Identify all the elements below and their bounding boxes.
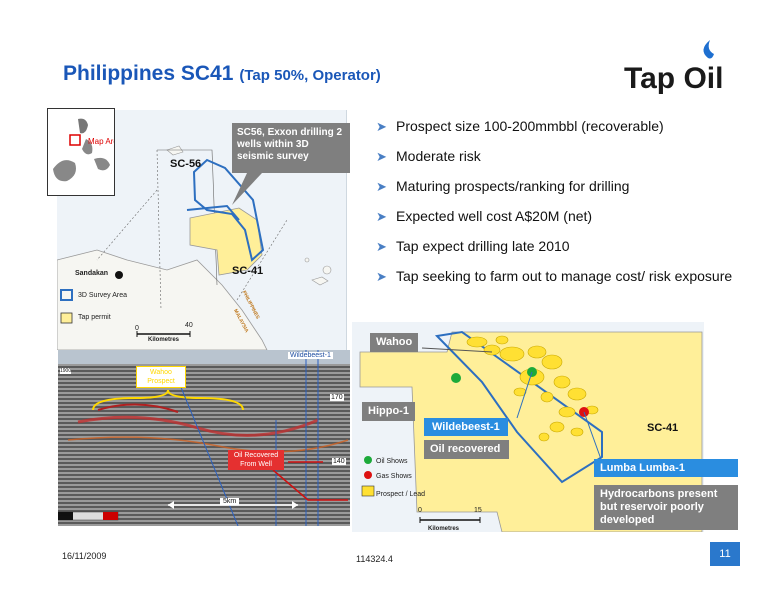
page-number: 11 (710, 542, 740, 566)
seismic-depth-170: 170 (330, 394, 344, 401)
bullet-item: ➤Tap seeking to farm out to manage cost/… (376, 268, 733, 284)
seismic-scale-label: 5km (220, 498, 240, 505)
title-subtitle: (Tap 50%, Operator) (239, 67, 381, 84)
sandakan-label: Sandakan (75, 270, 109, 277)
arrow-bullet-icon: ➤ (376, 119, 387, 134)
wildebeest-label: Wildebeest-1 (424, 418, 508, 436)
wahoo-label: Wahoo (370, 333, 419, 352)
tap-oil-logo: Tap Oil (624, 40, 723, 95)
map2-scale-fifteen: 15 (474, 507, 482, 514)
arrow-bullet-icon: ➤ (376, 179, 387, 194)
footer-doc-number: 114324.4 (356, 554, 393, 564)
sc56-label: SC-56 (170, 158, 202, 170)
title-main: Philippines SC41 (63, 62, 234, 85)
seismic-depth-140: 140 (332, 458, 346, 465)
seismic-well-label: Wildebeest-1 (288, 352, 333, 359)
map2-scale-zero: 0 (418, 507, 422, 514)
inset-map-area-label: Map Area (88, 137, 114, 146)
seismic-section: Wildebeest-1 Wahoo Prospect Oil Recovere… (58, 350, 350, 526)
bullet-item: ➤Tap expect drilling late 2010 (376, 238, 570, 254)
sc41-label-topmap: SC-41 (232, 265, 264, 277)
sc56-callout: SC56, Exxon drilling 2 wells within 3D s… (232, 123, 350, 173)
legend-gas-shows: Gas Shows (376, 473, 412, 480)
legend-oil-shows: Oil Shows (376, 458, 408, 465)
bullet-item: ➤Prospect size 100-200mmbbl (recoverable… (376, 118, 664, 134)
seismic-graphic (58, 350, 350, 526)
seismic-corner-top: 1900 (60, 368, 72, 374)
hydrocarbons-note: Hydrocarbons present but reservoir poorl… (594, 485, 738, 530)
scale-zero: 0 (135, 325, 139, 332)
hippo-label: Hippo-1 (362, 402, 415, 421)
oil-recovered-label: Oil recovered (424, 440, 509, 459)
legend-3d-survey: 3D Survey Area (78, 292, 128, 299)
seismic-prospect-label: Wahoo Prospect (136, 366, 186, 388)
seismic-oil-recovered-note: Oil Recovered From Well (228, 450, 284, 470)
arrow-bullet-icon: ➤ (376, 209, 387, 224)
legend-prospect-lead: Prospect / Lead (376, 491, 426, 498)
slide-title: Philippines SC41 (Tap 50%, Operator) (63, 62, 381, 86)
legend-tap-permit: Tap permit (78, 314, 111, 321)
inset-map: Map Area (47, 108, 115, 196)
footer-date: 16/11/2009 (62, 551, 107, 561)
bullet-item: ➤Moderate risk (376, 148, 481, 164)
bullet-item: ➤Maturing prospects/ranking for drilling (376, 178, 630, 194)
location-map-graphic (57, 145, 332, 350)
seismic-corner-bottom: 2000 (60, 512, 72, 518)
map2-scale-unit: Kilometres (428, 526, 460, 532)
prospect-map-graphic (359, 330, 703, 532)
inset-map-graphic (53, 118, 110, 182)
arrow-bullet-icon: ➤ (376, 149, 387, 164)
lumba-label: Lumba Lumba-1 (594, 459, 738, 477)
bullet-list: ➤Prospect size 100-200mmbbl (recoverable… (374, 118, 754, 298)
arrow-bullet-icon: ➤ (376, 269, 387, 284)
arrow-bullet-icon: ➤ (376, 239, 387, 254)
scale-unit: Kilometres (148, 337, 180, 343)
svg-text:Tap Oil: Tap Oil (624, 62, 723, 95)
scale-forty: 40 (185, 322, 193, 329)
droplet-icon (703, 40, 714, 59)
sc41-label-prospectmap: SC-41 (647, 422, 679, 434)
bullet-item: ➤Expected well cost A$20M (net) (376, 208, 593, 224)
